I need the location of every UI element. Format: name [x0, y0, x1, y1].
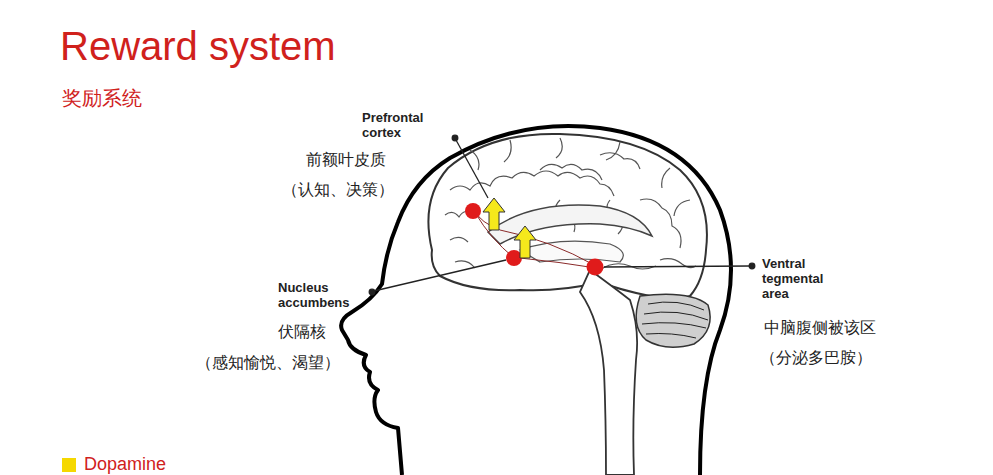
region-name: Ventral tegmental area [762, 256, 842, 301]
corpus-callosum [488, 205, 652, 244]
region-dot [465, 203, 604, 276]
region-function: （认知、决策） [282, 180, 394, 200]
bullet-square [62, 458, 76, 472]
region-function: （分泌多巴胺） [760, 348, 872, 368]
region-name-zh: 前额叶皮质 [306, 150, 386, 170]
leader-line [369, 135, 755, 295]
signal-arrow [483, 198, 536, 258]
cerebellum [636, 294, 710, 347]
page-title: Reward system [60, 24, 336, 68]
legend-heading: Dopamine [84, 454, 166, 474]
brainstem [580, 270, 637, 475]
cerebellum-folia [642, 302, 708, 338]
brain-outline [428, 134, 707, 300]
region-function: （感知愉悦、渴望） [196, 353, 340, 373]
head-outline [341, 126, 731, 475]
region-name-zh: 中脑腹侧被该区 [764, 318, 876, 338]
brain-gyri [445, 138, 696, 270]
region-name: Nucleus accumbens [278, 280, 370, 310]
region-name: Prefrontal cortex [362, 110, 444, 140]
region-name-zh: 伏隔核 [278, 322, 326, 342]
subtitle: 奖励系统 [62, 86, 142, 110]
thalamus [520, 241, 623, 262]
